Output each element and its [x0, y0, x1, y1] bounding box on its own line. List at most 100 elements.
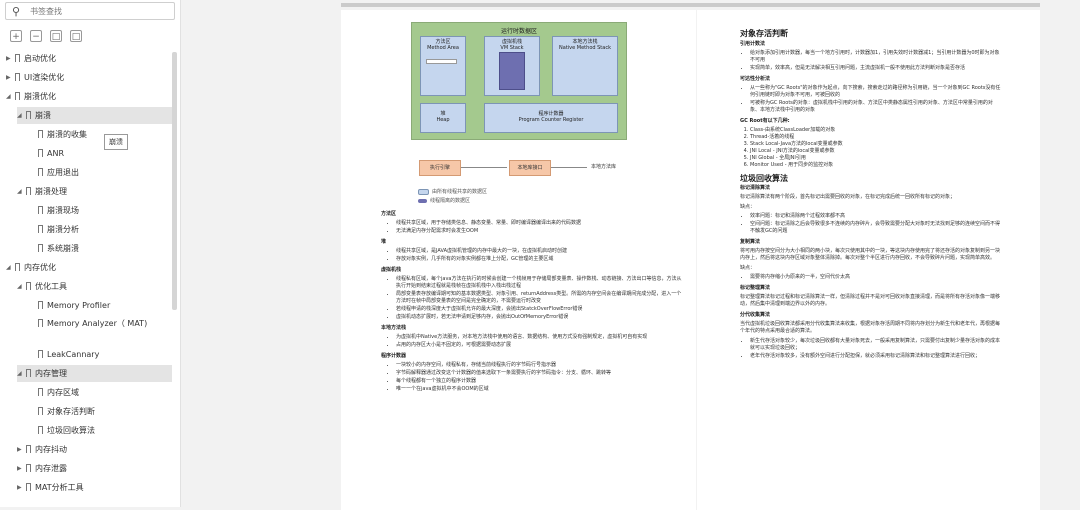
list-item: 从一些称为"GC Roots"的对象作为起点，向下搜索，搜索走过的路径称为引用链…	[750, 85, 1002, 99]
expand-toggle-icon[interactable]: ▶	[17, 446, 22, 453]
sidebar-item-label: LeakCannary	[47, 350, 100, 359]
expand-all-icon[interactable]: +	[10, 30, 22, 42]
sidebar-item-label: 崩溃处理	[35, 187, 67, 196]
sidebar-scrollbar[interactable]	[172, 52, 177, 310]
legend-private: 线程隔离的数据区	[418, 197, 470, 204]
sidebar-item[interactable]: ◢崩溃	[17, 107, 172, 124]
vm-stack-box: 虚拟机栈 VM Stack	[484, 36, 540, 96]
expand-toggle-icon[interactable]: ◢	[6, 264, 11, 271]
bullet-item: 一块较小的内存空间，线程私有，存储当前线程执行的字节码行号指示器	[396, 362, 686, 369]
add-bookmark-icon[interactable]: □	[50, 30, 62, 42]
execution-engine-box: 执行引擎	[419, 160, 461, 176]
bullet-item: 存放对象实例，几乎所有的对象实例都在堆上分配，GC管理的主要区域	[396, 256, 686, 263]
vm-stack-label: 虚拟机栈 VM Stack	[500, 39, 524, 51]
bookmark-icon	[38, 407, 43, 415]
sidebar-item[interactable]: ◢内存管理	[17, 365, 172, 382]
expand-toggle-icon[interactable]: ▶	[17, 465, 22, 472]
bullet-item: 虚拟机动态扩展时，若无法申请到足够内存，会抛出OutOfMemoryError错…	[396, 314, 686, 321]
bullet-item: 占用的内存区大小是不固定的，可根据需要动态扩展	[396, 342, 686, 349]
sidebar-item[interactable]: 应用退出	[29, 164, 172, 181]
sidebar-item[interactable]: 内存区域	[29, 384, 172, 401]
sidebar-item[interactable]: 系统崩溃	[29, 240, 172, 257]
sidebar-item[interactable]: Memory Profiler	[29, 297, 172, 314]
sub-heading: 标记整理算法	[740, 285, 771, 291]
paragraph: 当代虚拟机垃圾回收算法都采用分代收集算法来收集，根据对象存活周期不同将内存划分为…	[740, 321, 1001, 334]
bullet-list: 给对象添加引用计数器，每当一个地方引用时，计数器加1，引用失效时计数器减1；当引…	[740, 50, 1002, 72]
sidebar-item[interactable]: ANR	[29, 145, 172, 162]
list-item: Thread-活着的线程	[750, 134, 1002, 141]
expand-toggle-icon[interactable]: ◢	[17, 283, 22, 290]
expand-toggle-icon[interactable]: ◢	[17, 370, 22, 377]
bookmark-icon[interactable]: □	[70, 30, 82, 42]
sidebar-item[interactable]: 对象存活判断	[29, 403, 172, 420]
bookmark-search[interactable]: ⚲	[5, 2, 175, 20]
bullet-list: 线程私有区域，每个java方法在执行的时候会创建一个栈帧用于存储局部变量表、操作…	[386, 276, 686, 321]
collapse-all-icon[interactable]: −	[30, 30, 42, 42]
sidebar-item[interactable]: 崩溃现场	[29, 202, 172, 219]
legend-shared: 由所有线程共享的数据区	[418, 188, 487, 195]
bookmark-search-input[interactable]	[30, 4, 160, 18]
bookmark-toolbar: + − □ □	[10, 30, 82, 44]
native-stack-label: 本地方法栈 Native Method Stack	[559, 39, 611, 51]
expand-toggle-icon[interactable]: ▶	[17, 484, 22, 491]
sidebar-item[interactable]: ◢ 崩溃处理	[17, 183, 172, 200]
sidebar-item-label: 内存优化	[24, 263, 56, 272]
sidebar-item[interactable]: ◢崩溃优化	[6, 88, 172, 105]
sidebar-item-label: 应用退出	[47, 168, 79, 177]
sidebar-item[interactable]: ◢ 内存优化	[6, 259, 172, 276]
section-title: 垃圾回收算法	[740, 174, 788, 183]
expand-toggle-icon[interactable]: ▶	[6, 55, 11, 62]
native-library-label: 本地方法库	[591, 164, 617, 170]
sidebar-item[interactable]: Memory Analyzer（ MAT)	[29, 316, 147, 329]
method-area-label: 方法区 Method Area	[427, 39, 459, 51]
section-heading: 堆	[381, 239, 387, 245]
bullet-list: 线程共享区域，是JAVA虚拟机管理的内存中最大的一块，在虚拟机启动时创建存放对象…	[386, 248, 686, 263]
sidebar-item[interactable]: ▶MAT分析工具	[17, 479, 172, 496]
sub-heading: 可达性分析法	[740, 76, 771, 82]
bookmark-icon	[38, 130, 43, 138]
sidebar-item[interactable]: ▶ 内存泄露	[17, 460, 172, 477]
sidebar-item-label: 内存泄露	[35, 464, 67, 473]
sidebar-item[interactable]: ◢优化工具	[17, 278, 172, 295]
sidebar-item[interactable]: 崩溃分析	[29, 221, 172, 238]
expand-toggle-icon[interactable]: ◢	[17, 112, 22, 119]
bullet-item: 每个线程都有一个独立的程序计数器	[396, 378, 686, 385]
list-item: 空间问题：标记清除之后会导致很多不连续的内存碎片，会导致需要分配大对象时无法找到…	[750, 221, 1002, 235]
sidebar-item[interactable]: ▶启动优化	[6, 50, 172, 67]
list-item: JNI Local - JNI方法的local变量或参数	[750, 148, 1002, 155]
bullet-list: 一块较小的内存空间，线程私有，存储当前线程执行的字节码行号指示器字节码解释器通过…	[386, 362, 686, 393]
list-item: 给对象添加引用计数器，每当一个地方引用时，计数器加1，引用失效时计数器减1；当引…	[750, 50, 1002, 64]
bullet-item: 为虚拟机中Native方法服务，对本地方法栈中使用的语言、数据结构、使用方式没有…	[396, 334, 686, 341]
heap-box: 堆 Heap	[420, 103, 466, 133]
bullet-item: 若线程申请的栈深度大于虚拟机允许的最大深度，会抛出StatckOverFlowE…	[396, 306, 686, 313]
pc-register-box: 程序计数器 Program Counter Register	[484, 103, 618, 133]
paragraph: 将可用内存按空间分为大小相同的两小块，每次只使用其中的一块，等这块内存使用完了将…	[740, 248, 1001, 261]
bookmark-sidebar: ⚲ + − □ □ ▶启动优化▶UI渲染优化◢崩溃优化◢崩溃崩溃的收集ANR应用…	[0, 0, 181, 507]
bookmark-icon	[38, 225, 43, 233]
sidebar-item[interactable]: 垃圾回收算法	[29, 422, 172, 439]
section-heading: 本地方法栈	[381, 325, 407, 331]
sidebar-item[interactable]: ▶内存抖动	[17, 441, 172, 458]
bullet-list: 为虚拟机中Native方法服务，对本地方法栈中使用的语言、数据结构、使用方式没有…	[386, 334, 686, 349]
bullet-list: 从一些称为"GC Roots"的对象作为起点，向下搜索，搜索走过的路径称为引用链…	[740, 85, 1002, 114]
document-page-right: 对象存活判断引用计数法给对象添加引用计数器，每当一个地方引用时，计数器加1，引用…	[697, 10, 1040, 510]
bookmark-icon	[15, 92, 20, 100]
sidebar-item[interactable]: ▶UI渲染优化	[6, 69, 172, 86]
expand-toggle-icon[interactable]: ▶	[6, 74, 11, 81]
sidebar-item[interactable]: 崩溃的收集	[29, 126, 172, 143]
sidebar-item-label: 垃圾回收算法	[47, 426, 95, 435]
bookmark-icon	[26, 111, 31, 119]
bullet-list: 线程共享区域，用于存储类信息、静态变量、常量、即时编译器编译出来的代码数据无法满…	[386, 220, 686, 235]
expand-toggle-icon[interactable]: ◢	[17, 188, 22, 195]
expand-toggle-icon[interactable]: ◢	[6, 93, 11, 100]
paragraph: 缺点：	[740, 204, 756, 210]
list-item: 实现简单，效率高，但是无法解决相互引用问题，主流虚拟机一般不使用此方法判断对象是…	[750, 65, 1002, 72]
bookmark-icon	[26, 464, 31, 472]
tooltip: 崩溃	[104, 134, 128, 150]
right-page-text: 对象存活判断引用计数法给对象添加引用计数器，每当一个地方引用时，计数器加1，引用…	[740, 30, 1002, 361]
list-item: Class-由系统ClassLoader加载的对象	[750, 127, 1002, 134]
bullet-item: 线程共享区域，是JAVA虚拟机管理的内存中最大的一块，在虚拟机启动时创建	[396, 248, 686, 255]
sidebar-item-label: 对象存活判断	[47, 407, 95, 416]
sidebar-item[interactable]: LeakCannary	[29, 346, 172, 363]
bookmark-icon	[26, 483, 31, 491]
